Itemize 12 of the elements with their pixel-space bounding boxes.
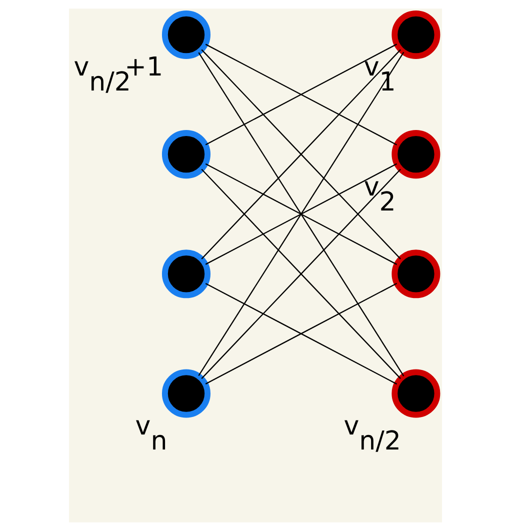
node-circle — [162, 250, 210, 298]
node-circle — [392, 10, 440, 59]
node-circle — [162, 369, 210, 418]
node-circle — [392, 369, 440, 418]
connector — [201, 168, 401, 379]
connector — [205, 163, 398, 265]
node-circle — [162, 130, 210, 179]
node-circle — [392, 250, 440, 298]
connector — [201, 49, 401, 260]
node-circle — [162, 10, 210, 59]
connector — [205, 44, 398, 146]
node-circle — [392, 130, 440, 179]
